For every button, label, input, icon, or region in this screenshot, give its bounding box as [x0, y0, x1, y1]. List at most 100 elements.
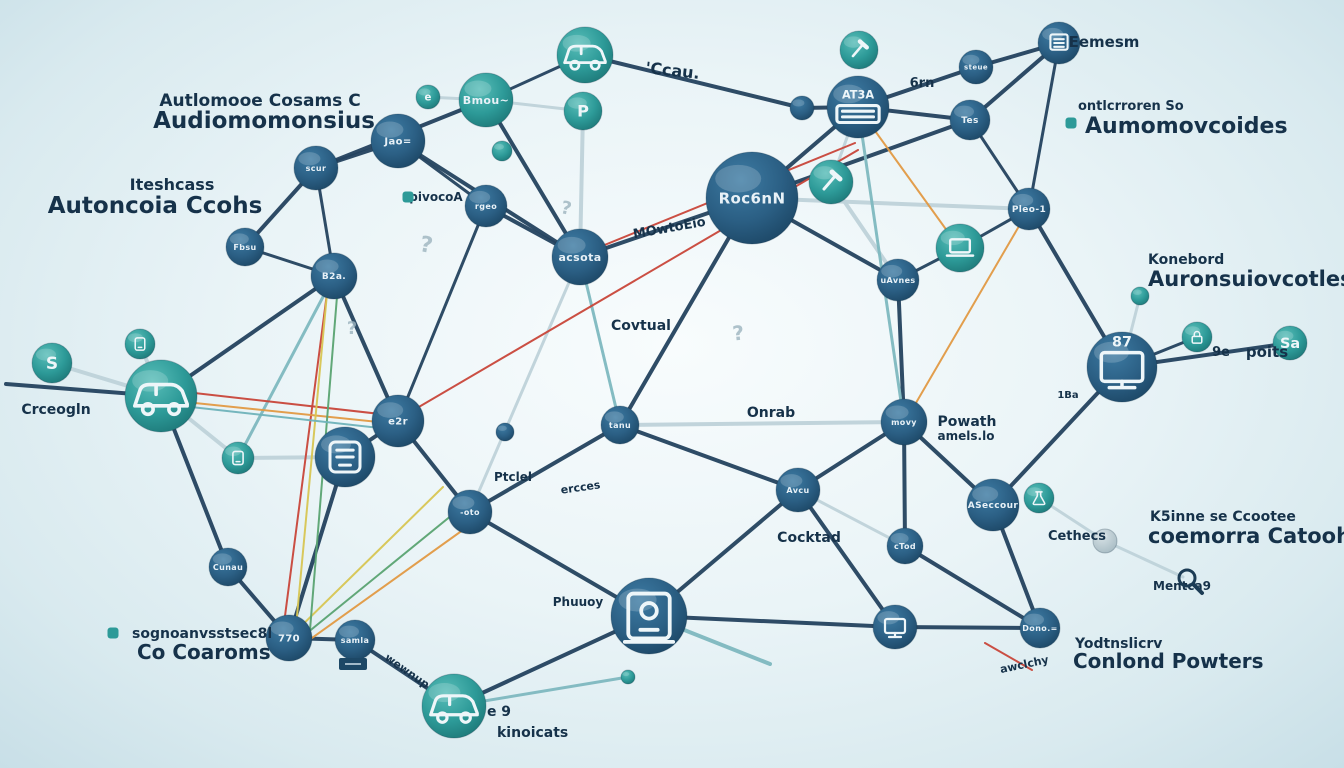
- node-circle: [1019, 607, 1061, 649]
- diagram-label: Cocktad: [777, 530, 841, 546]
- node-circle: [124, 328, 156, 360]
- node-fbsu: Fbsu: [225, 227, 265, 267]
- node-highlight: [813, 166, 836, 180]
- lock-body: [1191, 335, 1203, 344]
- wheel: [589, 59, 601, 71]
- node-highlight: [377, 402, 404, 418]
- chip-icon: [402, 191, 414, 203]
- node-label: Fbsu: [233, 243, 256, 252]
- node-circle: [447, 489, 493, 535]
- node-circle: [556, 26, 614, 84]
- chip-icon: [402, 191, 414, 203]
- small-teal-dot: [491, 140, 513, 162]
- node-highlight: [890, 533, 909, 544]
- keys: [835, 104, 881, 125]
- node-circle: [705, 151, 799, 245]
- blob-node: Bmou~: [458, 72, 514, 128]
- node-circle: [876, 258, 920, 302]
- node-highlight: [881, 264, 903, 278]
- tablet: [134, 337, 146, 351]
- node-highlight: [954, 105, 974, 118]
- monitor-icon: [1107, 379, 1137, 390]
- node-label: Bmou~: [463, 94, 509, 107]
- node-glyph: Sa: [1280, 336, 1300, 352]
- diagram-label: Powath: [938, 414, 997, 430]
- lock-icon: [1191, 330, 1203, 344]
- node-circle: [495, 422, 515, 442]
- node-label: movy: [891, 418, 917, 427]
- s-ball: S: [31, 342, 73, 384]
- node-highlight: [1095, 532, 1108, 540]
- edge: [236, 274, 336, 460]
- node-highlight: [298, 152, 321, 166]
- diagram-label: 6rn: [910, 76, 935, 91]
- node-label: Avcu: [786, 486, 809, 495]
- node-circle: [880, 398, 928, 446]
- node-highlight: [1185, 326, 1200, 336]
- diagram-label: Autlomooe Cosams C: [159, 91, 360, 111]
- p-node: P: [563, 91, 603, 131]
- wheel: [459, 711, 472, 724]
- node-label: e2r: [388, 417, 408, 428]
- diagram-label: wewnup: [382, 651, 432, 691]
- node-circle: [370, 113, 426, 169]
- diagram-label: Audiomomonsius: [153, 108, 375, 134]
- node-circle: [293, 145, 339, 191]
- node-label: samla: [341, 636, 370, 645]
- hammer-icon: [829, 169, 843, 182]
- node-tes: Tes: [949, 99, 991, 141]
- node-highlight: [843, 36, 863, 48]
- edge: [903, 544, 1042, 630]
- list-node: [1037, 21, 1081, 65]
- node-highlight: [940, 230, 965, 246]
- tablet-icon: [232, 450, 244, 466]
- node-highlight: [428, 682, 461, 703]
- tiny-teal-right: [1130, 286, 1150, 306]
- edge: [893, 625, 1042, 630]
- small-dark-center: [495, 422, 515, 442]
- node-label: B2a.: [322, 272, 346, 282]
- hammer-icon: [822, 169, 843, 191]
- node-circle: [225, 227, 265, 267]
- edge: [578, 255, 622, 427]
- chip-icon: [1065, 117, 1077, 129]
- laptop-icon: [945, 238, 975, 257]
- node-circle: [620, 669, 636, 685]
- node-label: uAvnes: [880, 276, 915, 285]
- node-highlight: [780, 474, 803, 488]
- doodle-glyph: ?: [559, 197, 574, 220]
- node-label: Dono.=: [1022, 624, 1057, 633]
- car-icon: [563, 44, 607, 71]
- diagram-label: Konebord: [1148, 252, 1224, 268]
- diagram-label: sognoanvsstsec8l: [132, 626, 272, 642]
- node-highlight: [494, 143, 504, 150]
- hammer-icon: [851, 39, 869, 58]
- edge: [295, 501, 469, 643]
- car-icon: [133, 382, 189, 417]
- chip-icon: [1065, 117, 1077, 129]
- diagram-label: ercces: [560, 478, 602, 496]
- tabletBig-icon: [328, 440, 362, 474]
- labels-layer: Autlomooe Cosams CAudiomomonsiusIteshcas…: [21, 33, 1344, 741]
- edge: [750, 196, 1031, 211]
- node-highlight: [562, 34, 591, 52]
- tag-icon: [339, 658, 367, 670]
- node-tanu: tanu: [600, 405, 640, 445]
- keyboard-icon: AT3A: [835, 89, 881, 125]
- diagram-label: poits: [1246, 343, 1288, 361]
- node-highlight: [557, 236, 586, 254]
- knob: [639, 601, 659, 621]
- car-node-top: [556, 26, 614, 84]
- hammer-icon: [822, 173, 838, 191]
- node-circle: [935, 223, 985, 273]
- diagram-label: Onrab: [747, 405, 795, 421]
- node-scur: scur: [293, 145, 339, 191]
- tablet: [232, 450, 244, 466]
- diagram-label: 9e: [1212, 345, 1230, 360]
- laptop-node: [935, 223, 985, 273]
- node-label: Cunau: [213, 563, 243, 572]
- hammer-icon: [857, 39, 869, 50]
- edge: [984, 642, 1033, 671]
- node-highlight: [1024, 613, 1044, 626]
